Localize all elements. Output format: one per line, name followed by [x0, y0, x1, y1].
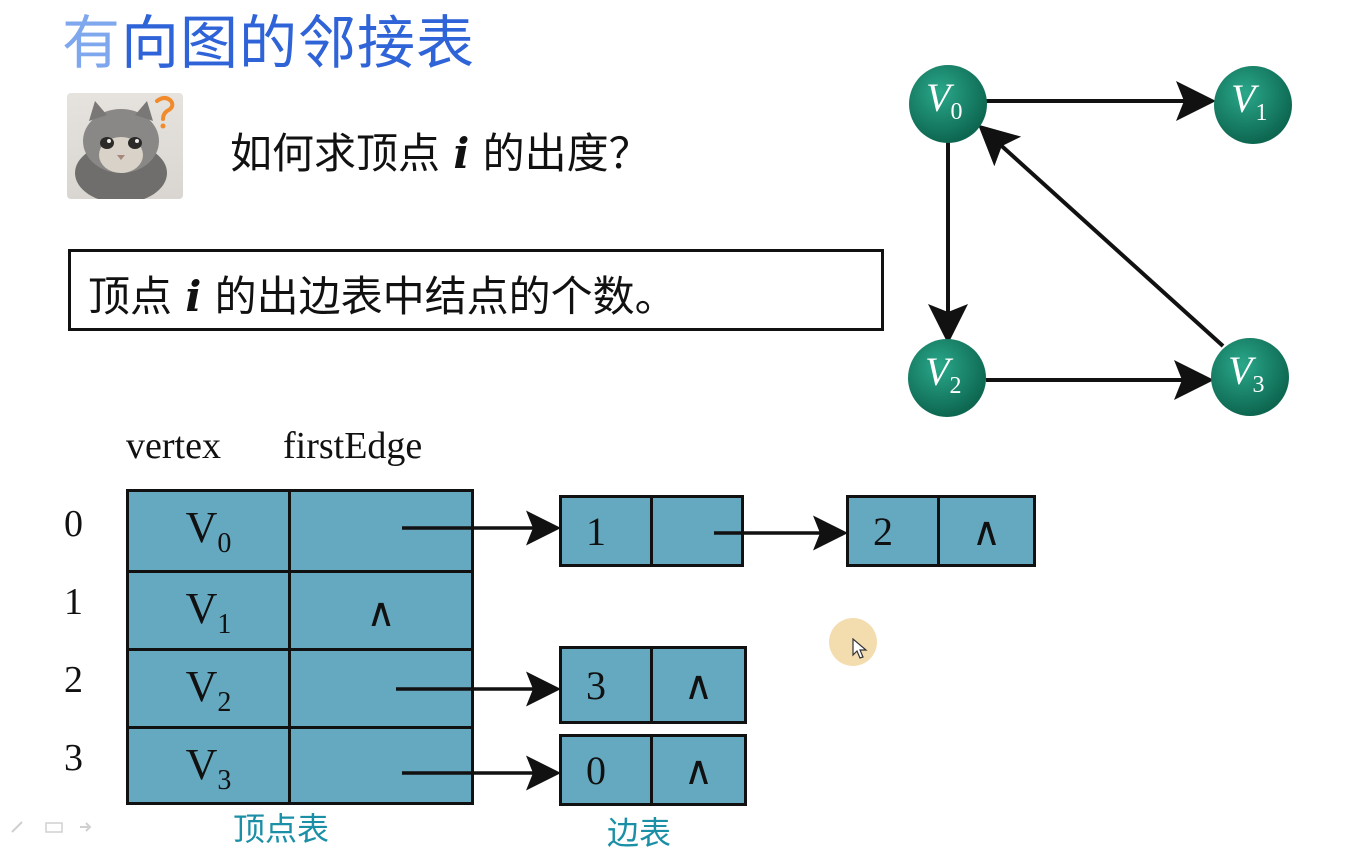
menu-icon — [45, 822, 63, 833]
edge-node-adj: 1 — [562, 498, 653, 564]
vertex-table-row-line — [129, 726, 471, 729]
row-index-3: 3 — [64, 737, 83, 779]
col-header-firstedge: firstEdge — [283, 425, 423, 467]
graph-node-v3 — [1211, 338, 1289, 416]
edge-node-adj: 0 — [562, 737, 653, 803]
edge-node-2-3: 3 ∧ — [559, 646, 747, 724]
graph-node-v2 — [908, 339, 986, 417]
graph-node-v3-label: V3 — [1228, 348, 1265, 398]
row-index-1: 1 — [64, 581, 83, 623]
edge-node-adj: 2 — [849, 498, 940, 564]
vertex-cell-v3: V3 — [185, 740, 232, 796]
slide-title: 有向图的邻接表 — [62, 0, 475, 80]
caption-vertex-table: 顶点表 — [233, 810, 330, 848]
graph-node-v1-label: V1 — [1231, 76, 1268, 126]
vertex-table-row-line — [129, 648, 471, 651]
edge-node-0-1: 1 — [559, 495, 744, 567]
row-index-2: 2 — [64, 659, 83, 701]
mouse-pointer-icon — [852, 638, 868, 659]
question-var: i — [453, 129, 470, 178]
answer-pre: 顶点 — [88, 272, 186, 321]
answer-text: 顶点 i 的出边表中结点的个数。 — [88, 263, 677, 324]
vertex-table: V0 V1 ∧ V2 V3 — [126, 489, 474, 805]
next-icon — [80, 822, 92, 832]
row-index-0: 0 — [64, 503, 83, 545]
edge-node-next: ∧ — [971, 508, 1002, 554]
answer-box — [68, 249, 884, 331]
pen-icon — [11, 821, 23, 833]
firstedge-cell-1: ∧ — [366, 589, 396, 635]
graph-node-v0-label: V0 — [926, 75, 963, 125]
graph-node-v2-label: V2 — [925, 349, 962, 399]
vertex-cell-v0: V0 — [185, 503, 232, 559]
col-header-vertex: vertex — [126, 425, 221, 467]
slide-title-rest: 向图的邻接表 — [121, 9, 476, 77]
graph-node-v0 — [909, 65, 987, 143]
answer-var: i — [185, 272, 202, 321]
edge-node-next: ∧ — [683, 662, 714, 708]
caption-edge-table: 边表 — [607, 814, 672, 852]
graph-edge-v3-v0 — [978, 124, 1225, 348]
question-text: 如何求顶点 i 的出度？ — [230, 120, 651, 181]
vertex-table-row-line — [129, 570, 471, 573]
question-pre: 如何求顶点 — [230, 129, 454, 178]
slide-title-first-char: 有 — [62, 9, 122, 77]
slideshow-toolbar[interactable] — [8, 818, 98, 840]
edge-node-next: ∧ — [683, 747, 714, 793]
edge-node-adj: 3 — [562, 649, 653, 721]
vertex-cell-v1: V1 — [185, 584, 232, 640]
vertex-cell-v2: V2 — [185, 662, 232, 718]
question-post: 的出度？ — [469, 129, 651, 178]
cat-question-icon — [67, 93, 183, 199]
graph-node-v1 — [1214, 66, 1292, 144]
answer-post: 的出边表中结点的个数。 — [201, 272, 677, 321]
vertex-table-divider — [288, 492, 291, 802]
